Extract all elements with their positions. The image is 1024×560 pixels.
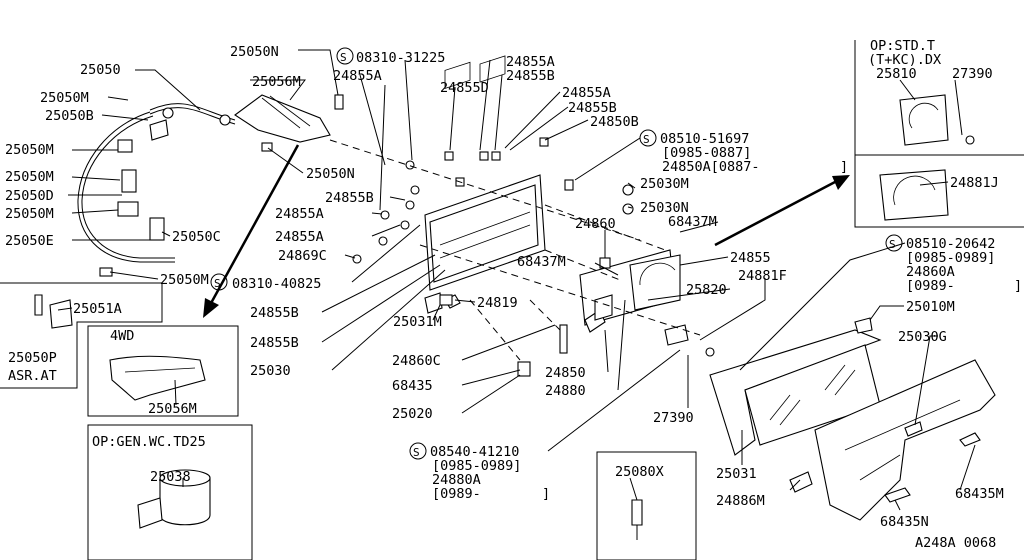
label-24855B-5: 24855B bbox=[250, 335, 299, 351]
label-24860: 24860 bbox=[575, 216, 616, 232]
label-68435-1: 68435 bbox=[392, 378, 433, 394]
label-25810: 25810 bbox=[876, 66, 917, 82]
label-25030: 25030 bbox=[250, 363, 291, 379]
label-24850A: 24850A[0887- bbox=[662, 159, 760, 175]
label-25030G: 25030G bbox=[898, 329, 947, 345]
label-25820: 25820 bbox=[686, 282, 727, 298]
inset-boxes bbox=[0, 40, 1024, 560]
label-25020: 25020 bbox=[392, 406, 433, 422]
label-68437M-1: 68437M bbox=[668, 214, 717, 230]
label-24855A-1: 24855A bbox=[333, 68, 382, 84]
label-25010M: 25010M bbox=[906, 299, 955, 315]
label-24819: 24819 bbox=[477, 295, 518, 311]
inset-drawings bbox=[34, 94, 975, 540]
label-25050M-5: 25050M bbox=[160, 272, 209, 288]
standard-part-symbols bbox=[210, 47, 903, 460]
label-24886M: 24886M bbox=[716, 493, 765, 509]
label-24855B-4: 24855B bbox=[250, 305, 299, 321]
label-08510-20642: 08510-20642 bbox=[906, 236, 995, 252]
label-68435N: 68435N bbox=[880, 514, 929, 530]
label-0985-0989-b: [0985-0989] bbox=[432, 458, 521, 474]
svg-text:S: S bbox=[643, 133, 650, 146]
label-25050: 25050 bbox=[80, 62, 121, 78]
leader-lines bbox=[57, 49, 976, 511]
label-25050C: 25050C bbox=[172, 229, 221, 245]
label-25031M: 25031M bbox=[393, 314, 442, 330]
label-25051A: 25051A bbox=[73, 301, 122, 317]
label-25050M-2: 25050M bbox=[5, 142, 54, 158]
label-24860C: 24860C bbox=[392, 353, 441, 369]
label-25050B: 25050B bbox=[45, 108, 94, 124]
label-25050N-top: 25050N bbox=[230, 44, 279, 60]
label-24850A-end: ] bbox=[840, 159, 848, 175]
standard-part-letters: S S S S S bbox=[214, 51, 896, 459]
cluster-housing bbox=[424, 55, 715, 377]
part-labels: 25050N 25050 25056M 25050M 25050B 25050M… bbox=[5, 38, 1022, 551]
label-25030M: 25030M bbox=[640, 176, 689, 192]
label-24850: 24850 bbox=[545, 365, 586, 381]
label-24881F: 24881F bbox=[738, 268, 787, 284]
direction-arrows bbox=[203, 144, 850, 318]
label-08310-31225: 08310-31225 bbox=[356, 50, 445, 66]
alignment-lines bbox=[329, 139, 701, 361]
label-24855B-1: 24855B bbox=[506, 68, 555, 84]
label-24855A-2: 24855A bbox=[506, 54, 555, 70]
label-27390-mid: 27390 bbox=[653, 410, 694, 426]
label-25050P: 25050P bbox=[8, 350, 57, 366]
label-op-gen: OP:GEN.WC.TD25 bbox=[92, 434, 206, 450]
label-24881J: 24881J bbox=[950, 175, 999, 191]
label-08310-40825: 08310-40825 bbox=[232, 276, 321, 292]
cluster-bezel bbox=[709, 317, 996, 521]
label-asr-at: ASR.AT bbox=[8, 368, 57, 384]
label-25050N-mid: 25050N bbox=[306, 166, 355, 182]
label-op-std-2: (T+KC).DX bbox=[868, 52, 941, 68]
svg-text:S: S bbox=[214, 277, 221, 290]
label-0985-0989-a: [0985-0989] bbox=[906, 250, 995, 266]
label-08510-51697: 08510-51697 bbox=[660, 131, 749, 147]
label-25050M-4: 25050M bbox=[5, 206, 54, 222]
svg-text:S: S bbox=[340, 51, 347, 64]
label-24855B-2: 24855B bbox=[568, 100, 617, 116]
label-25038: 25038 bbox=[150, 469, 191, 485]
label-08540-41210: 08540-41210 bbox=[430, 444, 519, 460]
label-4wd: 4WD bbox=[110, 328, 134, 344]
label-op-std-1: OP:STD.T bbox=[870, 38, 935, 54]
label-0985-0887: [0985-0887] bbox=[662, 145, 751, 161]
label-0989-b: [0989- bbox=[432, 486, 481, 502]
label-25056M-box: 25056M bbox=[148, 401, 197, 417]
label-27390-box: 27390 bbox=[952, 66, 993, 82]
label-24855A-4: 24855A bbox=[275, 206, 324, 222]
label-25050E: 25050E bbox=[5, 233, 54, 249]
label-24855D: 24855D bbox=[440, 80, 489, 96]
svg-text:S: S bbox=[889, 238, 896, 251]
label-0989-b-end: ] bbox=[542, 486, 550, 502]
label-0989-a: [0989- bbox=[906, 278, 955, 294]
label-ref-code: A248A 0068 bbox=[915, 535, 996, 551]
label-24855B-3: 24855B bbox=[325, 190, 374, 206]
label-24869C: 24869C bbox=[278, 248, 327, 264]
label-24855A-5: 24855A bbox=[275, 229, 324, 245]
label-68435M: 68435M bbox=[955, 486, 1004, 502]
label-0989-a-end: ] bbox=[1014, 278, 1022, 294]
speedometer-cable bbox=[77, 94, 344, 277]
label-24880: 24880 bbox=[545, 383, 586, 399]
label-24880A: 24880A bbox=[432, 472, 481, 488]
label-25080X: 25080X bbox=[615, 464, 664, 480]
label-25050D: 25050D bbox=[5, 188, 54, 204]
label-25056M-top: 25056M bbox=[252, 74, 301, 90]
label-24855A-3: 24855A bbox=[562, 85, 611, 101]
label-68437M-2: 68437M bbox=[517, 254, 566, 270]
label-24860A: 24860A bbox=[906, 264, 955, 280]
label-25050M-1: 25050M bbox=[40, 90, 89, 106]
label-25030N: 25030N bbox=[640, 200, 689, 216]
label-25050M-3: 25050M bbox=[5, 169, 54, 185]
label-25031: 25031 bbox=[716, 466, 757, 482]
label-24855: 24855 bbox=[730, 250, 771, 266]
svg-text:S: S bbox=[413, 446, 420, 459]
label-24850B: 24850B bbox=[590, 114, 639, 130]
